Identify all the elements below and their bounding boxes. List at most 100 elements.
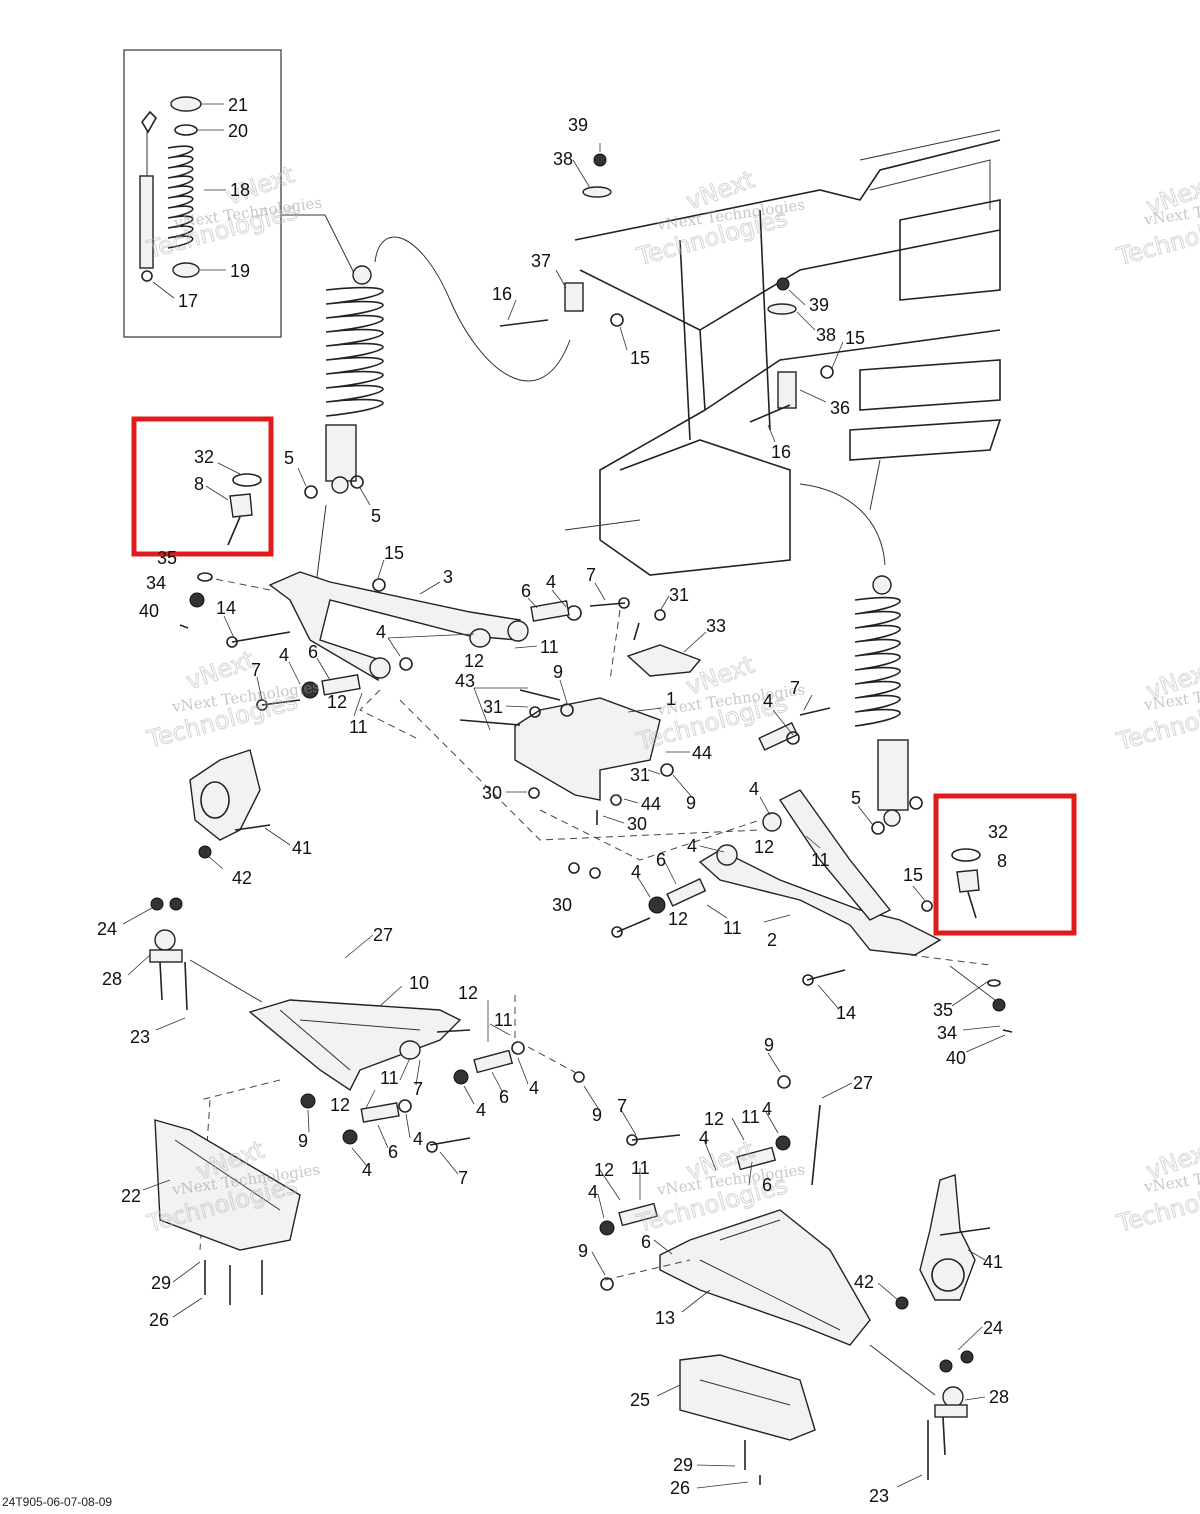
callout: 17 <box>178 291 198 311</box>
left-shock-absorber <box>304 265 384 499</box>
callout: 42 <box>854 1272 874 1292</box>
callout: 21 <box>228 95 248 115</box>
callout: 19 <box>230 261 250 281</box>
callout: 29 <box>673 1455 693 1475</box>
callout: 7 <box>617 1096 627 1116</box>
callout: 18 <box>230 180 250 200</box>
callout: 33 <box>706 616 726 636</box>
callout: 12 <box>594 1160 614 1180</box>
lower-control-arm-10 <box>248 999 585 1153</box>
watermarks: vNext vNext Technologies Technologies vN… <box>143 160 1200 1239</box>
callout: 11 <box>540 637 559 657</box>
callout: 4 <box>588 1182 598 1202</box>
callout: 15 <box>630 348 650 368</box>
callout: 11 <box>494 1010 513 1030</box>
callout: 35 <box>933 1000 953 1020</box>
callout: 15 <box>903 865 923 885</box>
vehicle-frame <box>499 129 1002 576</box>
callout-numbers: 21 20 18 19 17 39 38 37 16 15 39 38 15 3… <box>97 95 1009 1506</box>
callout: 16 <box>771 442 791 462</box>
callout: 12 <box>704 1109 724 1129</box>
callout: 31 <box>630 765 650 785</box>
callout: 39 <box>809 295 829 315</box>
right-shock-absorber <box>854 575 923 835</box>
callout: 36 <box>830 398 850 418</box>
callout: 29 <box>151 1273 171 1293</box>
callout: 12 <box>458 983 478 1003</box>
callout: 4 <box>546 572 556 592</box>
callout: 44 <box>692 743 712 763</box>
shock-inset-frame <box>123 49 282 338</box>
callout: 32 <box>988 822 1008 842</box>
callout: 6 <box>388 1142 398 1162</box>
callout: 23 <box>869 1486 889 1506</box>
callout: 11 <box>380 1068 399 1088</box>
callout: 23 <box>130 1027 150 1047</box>
callout: 9 <box>578 1241 588 1261</box>
upper-control-arm-3 <box>179 571 630 711</box>
highlight-box-right <box>933 793 1077 936</box>
callout: 15 <box>384 543 404 563</box>
callout: 5 <box>371 506 381 526</box>
steering-knuckle-left <box>189 749 271 859</box>
ball-joint-right <box>951 848 981 919</box>
callout: 35 <box>157 548 177 568</box>
callout: 9 <box>686 793 696 813</box>
callout: 7 <box>586 565 596 585</box>
callout: 4 <box>763 691 773 711</box>
callout: 4 <box>762 1099 772 1119</box>
callout: 27 <box>853 1073 873 1093</box>
skid-plate-25 <box>679 1354 816 1485</box>
callout: 11 <box>631 1158 650 1178</box>
callout: 24 <box>983 1318 1003 1338</box>
callout: 4 <box>699 1128 709 1148</box>
callout: 7 <box>458 1168 468 1188</box>
callout: 12 <box>668 909 688 929</box>
callout: 28 <box>102 969 122 989</box>
callout: 31 <box>483 697 503 717</box>
callout: 32 <box>194 447 214 467</box>
callout: 1 <box>666 689 676 709</box>
callout: 6 <box>499 1087 509 1107</box>
ball-joint-28-right <box>927 1350 974 1480</box>
callout: 8 <box>194 474 204 494</box>
callout: 4 <box>279 645 289 665</box>
callout: 10 <box>409 973 429 993</box>
callout: 7 <box>413 1079 423 1099</box>
lower-control-arm-13 <box>599 1075 871 1346</box>
callout: 34 <box>146 573 166 593</box>
callout: 4 <box>631 862 641 882</box>
callout: 4 <box>362 1160 372 1180</box>
callout: 12 <box>327 692 347 712</box>
shock-exploded-view <box>139 96 202 282</box>
upper-control-arm-2 <box>611 707 1013 1033</box>
callout: 5 <box>851 788 861 808</box>
callout: 4 <box>529 1078 539 1098</box>
ball-joint-28-left <box>149 897 188 1011</box>
callout: 3 <box>443 567 453 587</box>
callout: 41 <box>983 1252 1003 1272</box>
curve-arrow-lower <box>799 483 886 566</box>
callout: 30 <box>627 814 647 834</box>
callout: 30 <box>482 783 502 803</box>
callout: 20 <box>228 121 248 141</box>
callout: 38 <box>553 149 573 169</box>
steering-knuckle-right <box>895 1174 991 1310</box>
callout: 4 <box>376 622 386 642</box>
ball-joint-left <box>227 473 262 546</box>
callout: 22 <box>121 1186 141 1206</box>
callout: 31 <box>669 585 689 605</box>
callout: 40 <box>946 1048 966 1068</box>
callout: 7 <box>251 660 261 680</box>
callout: 26 <box>670 1478 690 1498</box>
callout: 6 <box>308 642 318 662</box>
callout: 27 <box>373 925 393 945</box>
callout: 12 <box>464 651 484 671</box>
callout: 41 <box>292 838 312 858</box>
callout: 9 <box>592 1105 602 1125</box>
center-bracket-1 <box>459 609 702 879</box>
callout: 4 <box>413 1129 423 1149</box>
callout: 42 <box>232 868 252 888</box>
callout: 13 <box>655 1308 675 1328</box>
